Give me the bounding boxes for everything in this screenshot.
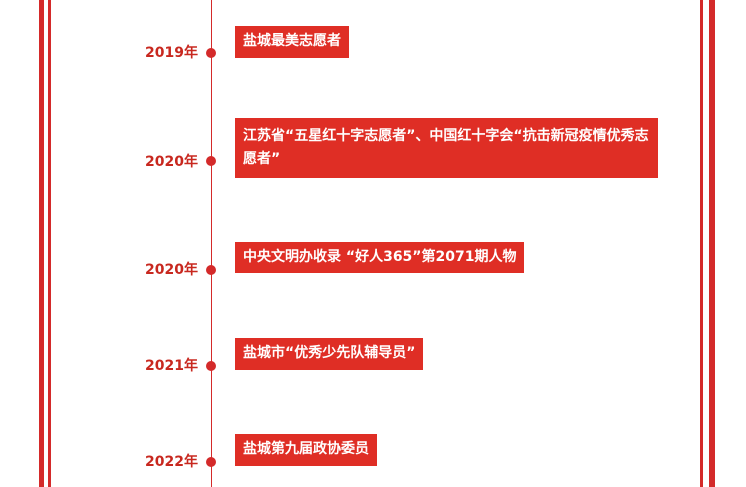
timeline-card: 盐城最美志愿者 [235,26,349,58]
timeline-year: 2020年 [145,262,198,278]
timeline-year: 2020年 [145,154,198,170]
timeline-line [211,0,212,487]
left-border-inner [48,0,51,487]
timeline-year: 2019年 [145,45,198,61]
timeline-card-text: 中央文明办收录 “好人365”第2071期人物 [243,249,517,265]
timeline-dot [206,457,216,467]
timeline-dot [206,48,216,58]
timeline-card-text: 盐城第九届政协委员 [243,441,369,457]
timeline-card: 中央文明办收录 “好人365”第2071期人物 [235,242,525,273]
left-border-outer [39,0,44,487]
right-border-outer [709,0,715,487]
timeline-card-text: 江苏省“五星红十字志愿者”、中国红十字会“抗击新冠疫情优秀志愿者” [243,128,649,167]
timeline-card: 盐城第九届政协委员 [235,434,377,466]
timeline-card-text: 盐城最美志愿者 [243,33,341,49]
timeline-year: 2022年 [145,454,198,470]
right-border-inner [700,0,703,487]
timeline-dot [206,156,216,166]
timeline-card: 江苏省“五星红十字志愿者”、中国红十字会“抗击新冠疫情优秀志愿者” [235,118,658,178]
timeline-dot [206,361,216,371]
timeline-year: 2021年 [145,358,198,374]
timeline-card-text: 盐城市“优秀少先队辅导员” [243,345,416,361]
timeline-dot [206,265,216,275]
timeline-card: 盐城市“优秀少先队辅导员” [235,338,424,370]
